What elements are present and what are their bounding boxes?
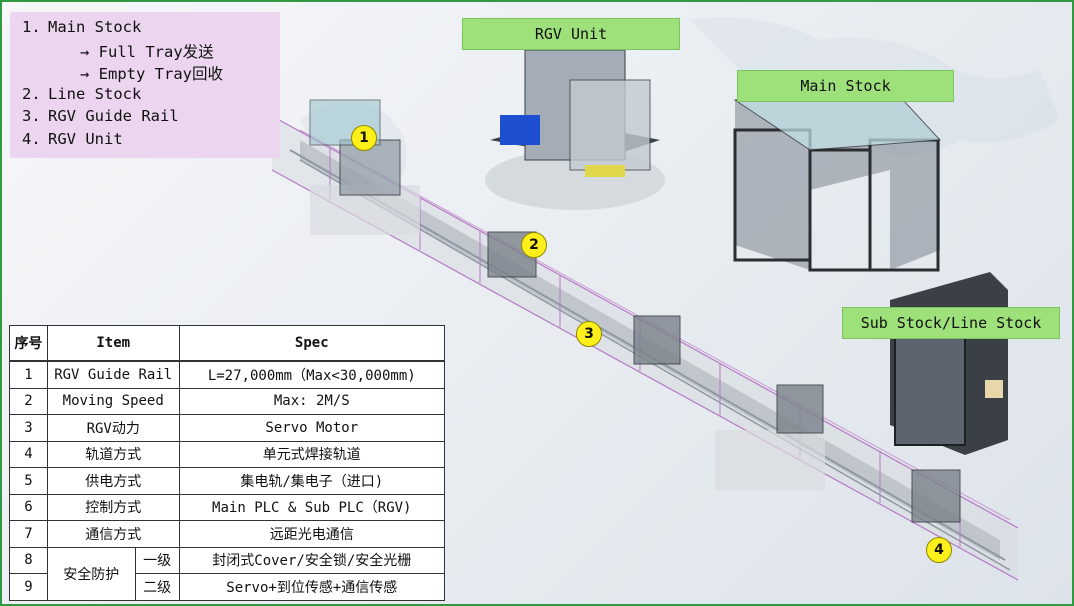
row-item: 轨道方式 <box>46 440 180 468</box>
row-spec: 远距光电通信 <box>178 520 446 548</box>
row-no: 7 <box>9 520 48 548</box>
legend-num-3: 3. <box>22 107 41 125</box>
legend-full-tray: → Full Tray发送 <box>80 43 214 61</box>
table-row: 4 轨道方式 单元式焊接轨道 <box>9 440 446 468</box>
row-spec: 集电轨/集电子（进口) <box>178 467 446 495</box>
row-spec: Servo Motor <box>178 414 446 442</box>
header-spec: Spec <box>178 325 446 362</box>
row-spec: Main PLC & Sub PLC（RGV) <box>178 493 446 521</box>
row-item: RGV Guide Rail <box>46 360 180 389</box>
label-main-stock: Main Stock <box>737 70 954 102</box>
row-no: 5 <box>9 467 48 495</box>
row-item: 供电方式 <box>46 467 180 495</box>
row-no: 9 <box>9 573 48 601</box>
table-row: 8 安全防护 一级 封闭式Cover/安全锁/安全光栅 <box>9 546 446 601</box>
background-map <box>300 17 1060 188</box>
legend-guide-rail: RGV Guide Rail <box>48 107 179 125</box>
row-item: RGV动力 <box>46 414 180 442</box>
marker-2: 2 <box>521 232 547 258</box>
legend-rgv-unit: RGV Unit <box>48 130 123 148</box>
table-row: 6 控制方式 Main PLC & Sub PLC（RGV) <box>9 493 446 521</box>
safety-level: 一级 <box>134 546 180 574</box>
table-row: 3 RGV动力 Servo Motor <box>9 414 446 442</box>
marker-4: 4 <box>926 537 952 563</box>
row-no: 6 <box>9 493 48 521</box>
legend-num-2: 2. <box>22 85 41 103</box>
row-no: 3 <box>9 414 48 442</box>
row-spec: Max: 2M/S <box>178 387 446 415</box>
row-no: 8 <box>9 546 48 574</box>
marker-1: 1 <box>351 125 377 151</box>
legend-box: 1. Main Stock → Full Tray发送 → Empty Tray… <box>10 12 280 158</box>
marker-3: 3 <box>576 321 602 347</box>
header-item: Item <box>46 325 180 362</box>
label-sub-stock: Sub Stock/Line Stock <box>842 307 1060 339</box>
table-row: 7 通信方式 远距光电通信 <box>9 520 446 548</box>
legend-main-stock: Main Stock <box>48 18 142 36</box>
row-item: 控制方式 <box>46 493 180 521</box>
table-row: 5 供电方式 集电轨/集电子（进口) <box>9 467 446 495</box>
row-spec: 单元式焊接轨道 <box>178 440 446 468</box>
legend-empty-tray: → Empty Tray回收 <box>80 65 223 83</box>
legend-num-1: 1. <box>22 18 41 36</box>
table-row: 9 二级 Servo+到位传感+通信传感 <box>9 573 446 601</box>
rgv-unit-drawing <box>485 49 665 210</box>
row-spec: Servo+到位传感+通信传感 <box>178 573 446 601</box>
row-no: 1 <box>9 360 48 389</box>
row-no: 4 <box>9 440 48 468</box>
sub-stock-drawing <box>890 272 1008 455</box>
row-item: Moving Speed <box>46 387 180 415</box>
table-row: 2 Moving Speed Max: 2M/S <box>9 387 446 415</box>
legend-num-4: 4. <box>22 130 41 148</box>
safety-label: 安全防护 <box>46 546 136 601</box>
table-row: 1 RGV Guide Rail L=27,000mm（Max<30,000mm… <box>9 360 446 389</box>
row-no: 2 <box>9 387 48 415</box>
row-item: 通信方式 <box>46 520 180 548</box>
row-spec: 封闭式Cover/安全锁/安全光栅 <box>178 546 446 574</box>
label-rgv-unit: RGV Unit <box>462 18 680 50</box>
safety-level: 二级 <box>134 573 180 601</box>
legend-line-stock: Line Stock <box>48 85 142 103</box>
row-spec: L=27,000mm（Max<30,000mm) <box>178 360 446 389</box>
header-no: 序号 <box>9 325 48 362</box>
spec-table: 序号 Item Spec 1 RGV Guide Rail L=27,000mm… <box>9 325 446 601</box>
